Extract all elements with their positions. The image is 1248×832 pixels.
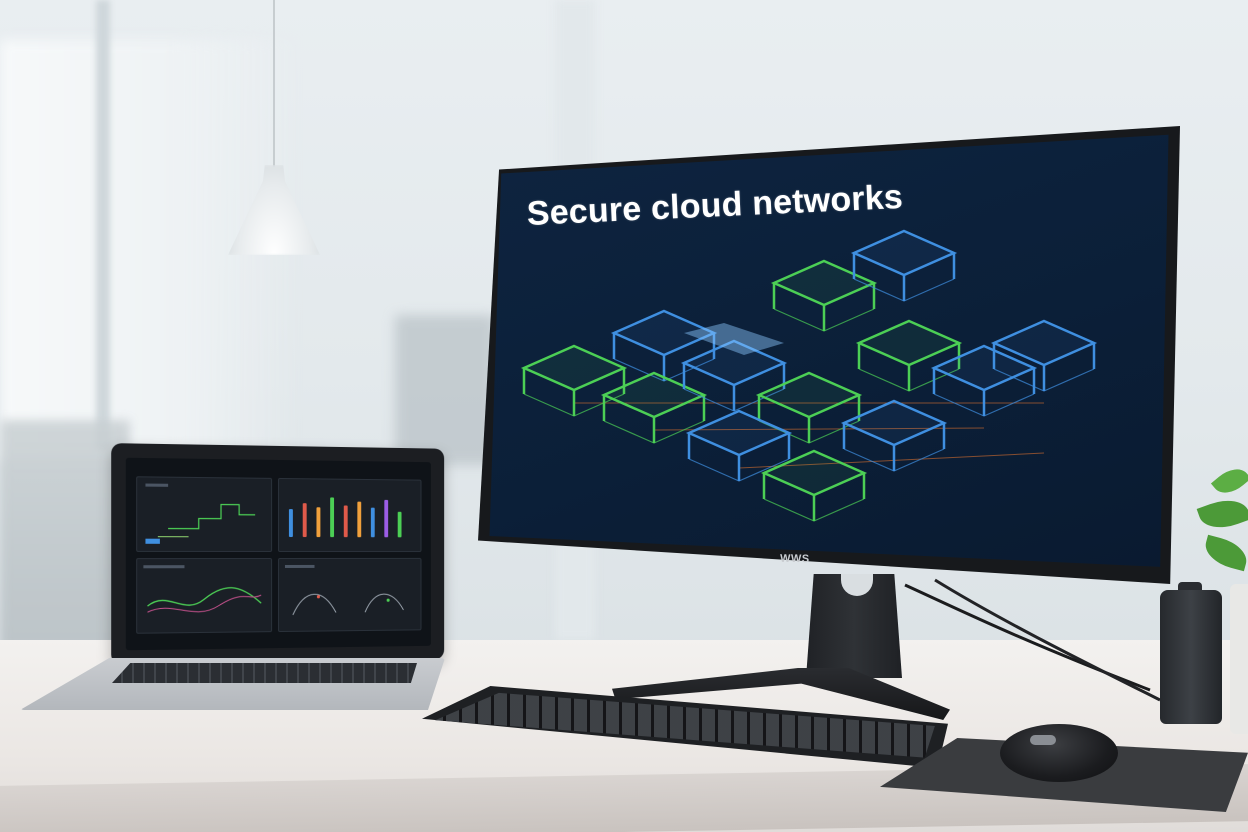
lamp-cord xyxy=(273,0,275,170)
network-node-box xyxy=(770,259,878,332)
network-node-box xyxy=(990,319,1098,392)
dashboard-bar xyxy=(302,503,307,538)
network-node-box xyxy=(755,371,863,444)
dashboard-bar xyxy=(316,507,321,538)
mouse[interactable] xyxy=(1000,724,1118,782)
mouse-wheel[interactable] xyxy=(1030,735,1056,745)
network-node-box xyxy=(685,409,793,482)
network-diagram xyxy=(520,229,1098,522)
monitor-brand-label: WWS xyxy=(779,552,810,566)
network-node-box xyxy=(680,339,788,412)
dashboard-bar xyxy=(330,497,335,538)
connection-line xyxy=(738,452,1045,469)
network-node-box xyxy=(840,399,948,472)
monitor-stand-cable-hole xyxy=(841,574,873,596)
dashboard-bar xyxy=(370,507,375,538)
dashboard-bar xyxy=(384,499,389,538)
network-node-box xyxy=(600,371,708,444)
network-node-box xyxy=(850,229,958,302)
scatter-plot-panel xyxy=(278,557,422,633)
network-node-box xyxy=(855,319,963,392)
network-graph xyxy=(145,483,271,544)
background-shelf xyxy=(0,420,130,650)
bar-chart xyxy=(289,497,402,538)
background-cabinet xyxy=(395,315,495,465)
dashboard-bar xyxy=(357,501,362,538)
dashboard-bar xyxy=(289,509,294,538)
line-chart xyxy=(143,565,271,633)
network-graph-panel xyxy=(136,476,273,552)
scatter-plot xyxy=(284,564,421,631)
plant-pot xyxy=(1230,584,1248,734)
laptop-screen[interactable] xyxy=(125,457,431,651)
window-frame xyxy=(96,0,110,450)
speaker xyxy=(1160,590,1222,724)
line-chart-panel xyxy=(136,558,273,634)
network-node-box xyxy=(520,344,628,417)
laptop-keyboard[interactable] xyxy=(112,663,417,683)
dashboard-bar xyxy=(397,511,402,538)
network-node-box xyxy=(610,309,718,382)
dashboard-bar xyxy=(343,505,348,538)
network-node-box xyxy=(760,449,868,522)
highlighted-block xyxy=(684,323,784,355)
network-node-box xyxy=(930,344,1038,417)
bar-chart-panel xyxy=(278,477,422,553)
monitor-screen[interactable]: Secure cloud networks xyxy=(489,134,1169,567)
laptop-lid xyxy=(111,443,445,665)
